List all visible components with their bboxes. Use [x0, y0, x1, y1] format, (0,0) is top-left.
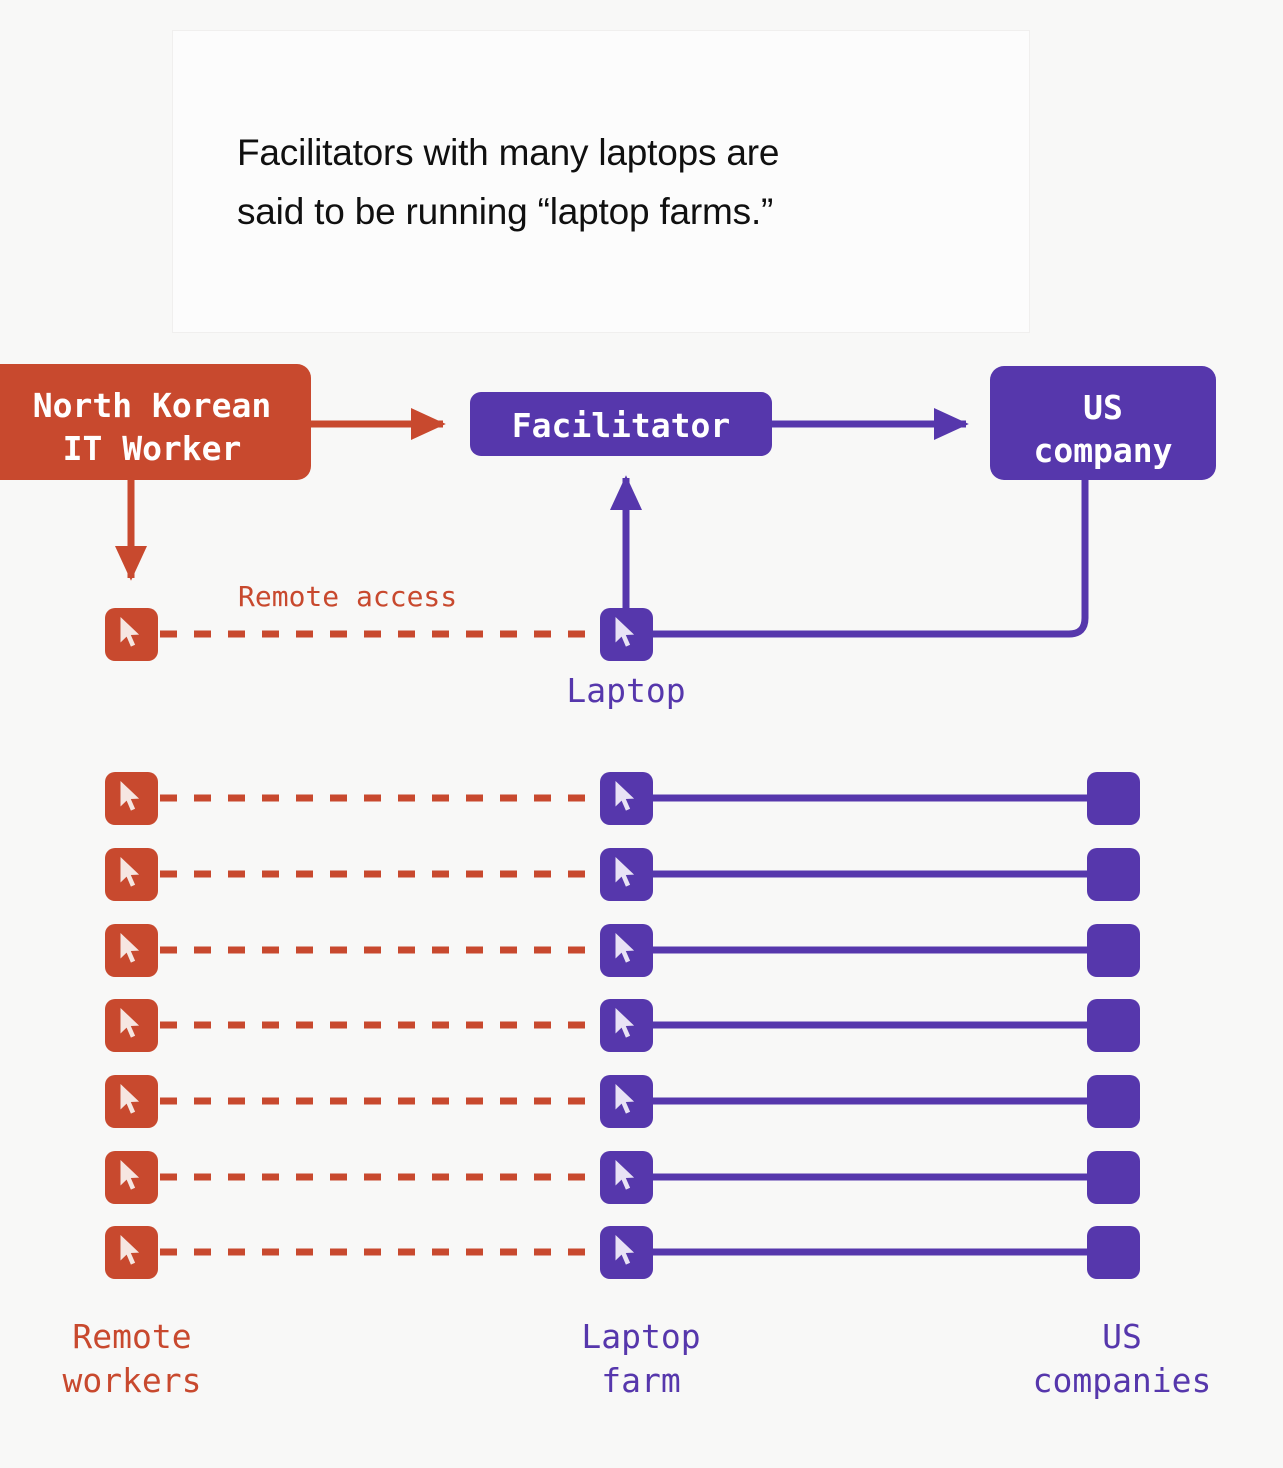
node-north-korean-it-worker[interactable]: North Korean IT Worker [0, 364, 311, 480]
edge-remote-access-label: Remote access [238, 580, 457, 613]
laptop-cursor-icon[interactable] [600, 772, 653, 825]
laptop-cursor-icon[interactable] [600, 1151, 653, 1204]
laptop-cursor-icon[interactable] [600, 924, 653, 977]
column-label-right-line2: companies [1033, 1361, 1212, 1400]
laptop-cursor-icon[interactable] [600, 999, 653, 1052]
remote-worker-cursor-icon[interactable] [105, 999, 158, 1052]
column-label-us-companies: US companies [1033, 1317, 1212, 1400]
farm-row[interactable] [105, 772, 1140, 825]
node-company-label-line2: company [1033, 431, 1172, 470]
node-worker-label-line2: IT Worker [63, 429, 242, 468]
remote-worker-cursor-icon[interactable] [105, 1226, 158, 1279]
remote-worker-cursor-icon[interactable] [105, 924, 158, 977]
column-label-laptop-farm: Laptop farm [581, 1317, 700, 1400]
node-company-label-line1: US [1083, 388, 1123, 427]
remote-worker-cursor-icon[interactable] [105, 772, 158, 825]
node-facilitator[interactable]: Facilitator [470, 392, 772, 456]
remote-worker-cursor-icon[interactable] [105, 608, 158, 661]
laptop-farm-rows [105, 772, 1140, 1279]
column-label-remote-workers: Remote workers [62, 1317, 201, 1400]
caption-card: Facilitators with many laptops are said … [172, 30, 1030, 333]
us-company-node-icon[interactable] [1087, 1226, 1140, 1279]
us-company-node-icon[interactable] [1087, 924, 1140, 977]
us-company-node-icon[interactable] [1087, 999, 1140, 1052]
edge-company-to-laptop [650, 480, 1089, 638]
column-label-left-line1: Remote [72, 1317, 191, 1356]
remote-worker-cursor-icon[interactable] [105, 848, 158, 901]
caption-text: Facilitators with many laptops are said … [237, 132, 780, 232]
column-label-middle-line2: farm [601, 1361, 680, 1400]
laptop-cursor-icon[interactable] [600, 608, 653, 661]
farm-row[interactable] [105, 848, 1140, 901]
column-label-left-line2: workers [62, 1361, 201, 1400]
farm-row[interactable] [105, 1151, 1140, 1204]
laptop-cursor-icon[interactable] [600, 1226, 653, 1279]
us-company-node-icon[interactable] [1087, 848, 1140, 901]
laptop-cursor-icon[interactable] [600, 848, 653, 901]
laptop-label: Laptop [566, 671, 685, 710]
us-company-node-icon[interactable] [1087, 772, 1140, 825]
farm-row[interactable] [105, 999, 1140, 1052]
node-facilitator-label: Facilitator [512, 406, 731, 445]
us-company-node-icon[interactable] [1087, 1075, 1140, 1128]
farm-row[interactable] [105, 924, 1140, 977]
column-label-right-line1: US [1102, 1317, 1142, 1356]
farm-row[interactable] [105, 1075, 1140, 1128]
us-company-node-icon[interactable] [1087, 1151, 1140, 1204]
node-worker-label-line1: North Korean [33, 386, 271, 425]
remote-worker-cursor-icon[interactable] [105, 1075, 158, 1128]
node-us-company[interactable]: US company [990, 366, 1216, 480]
remote-worker-cursor-icon[interactable] [105, 1151, 158, 1204]
farm-row[interactable] [105, 1226, 1140, 1279]
laptop-cursor-icon[interactable] [600, 1075, 653, 1128]
column-label-middle-line1: Laptop [581, 1317, 700, 1356]
